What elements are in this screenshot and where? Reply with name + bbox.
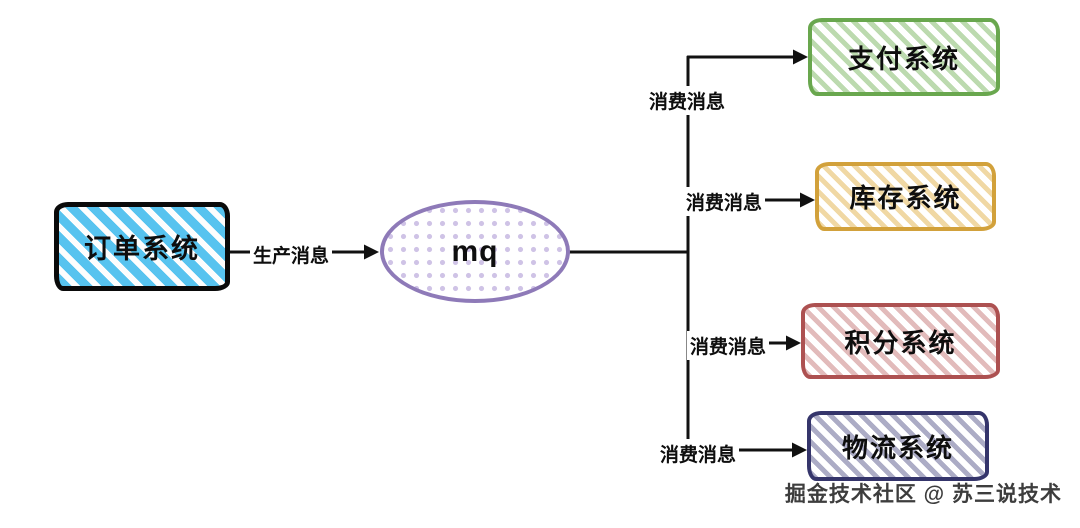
arrowhead-to-points-icon	[786, 335, 801, 351]
arrowhead-to-logistics-icon	[792, 442, 807, 458]
logistics-system-label: 物流系统	[841, 432, 954, 463]
points-system-node: 积分系统	[801, 303, 1000, 379]
watermark-text: 掘金技术社区 @ 苏三说技术	[784, 483, 1062, 506]
mq-node: mq	[380, 200, 570, 303]
order-system-node: 订单系统	[54, 202, 230, 291]
order-system-label: 订单系统	[84, 234, 200, 264]
consume-message-label-payment: 消费消息	[646, 86, 729, 115]
payment-system-label: 支付系统	[847, 43, 960, 74]
arrowhead-to-inventory-icon	[800, 192, 815, 208]
consume-message-label-logistics: 消费消息	[657, 439, 740, 468]
produce-message-label: 生产消息	[250, 240, 333, 269]
mq-label: mq	[451, 234, 499, 268]
consume-message-label-points: 消费消息	[687, 331, 770, 360]
logistics-system-node: 物流系统	[807, 411, 989, 481]
arrowhead-to-queue-icon	[364, 244, 379, 260]
arrowhead-to-payment-icon	[793, 49, 808, 65]
payment-system-node: 支付系统	[808, 18, 1000, 96]
consume-message-label-inventory: 消费消息	[683, 187, 766, 216]
inventory-system-label: 库存系统	[849, 183, 962, 213]
points-system-label: 积分系统	[844, 327, 957, 358]
inventory-system-node: 库存系统	[815, 162, 996, 231]
